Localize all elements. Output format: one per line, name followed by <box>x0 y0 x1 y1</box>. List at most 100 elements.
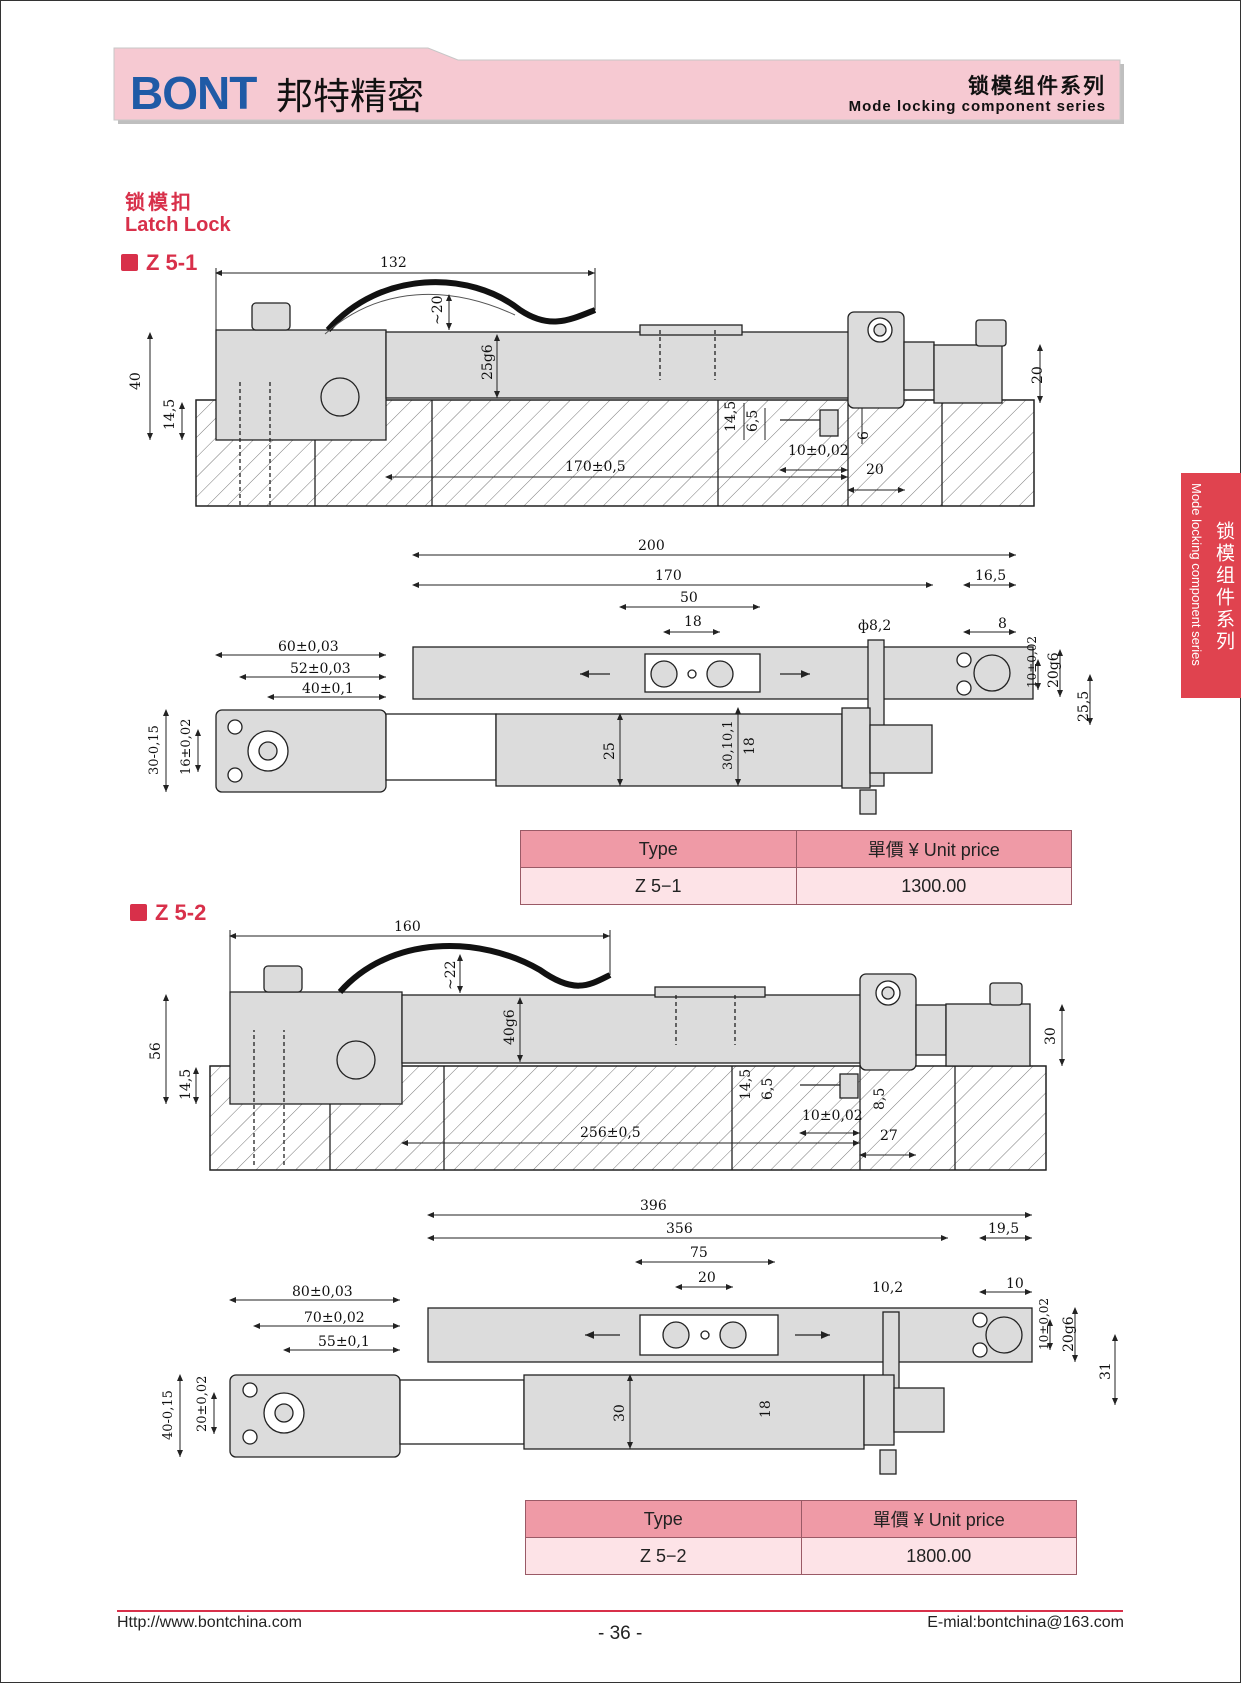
model-heading-z5-2: Z 5-2 <box>130 900 206 926</box>
dim-label: 30,10,1 <box>721 720 736 770</box>
dim-label: 10±0,02 <box>802 1108 863 1124</box>
dim-label: 56 <box>148 1042 164 1060</box>
side-tab-cn: 锁模组件系列 <box>1213 521 1235 653</box>
dim-label: 40-0,15 <box>161 1390 176 1440</box>
dim-label: 16,5 <box>975 568 1006 584</box>
dim-label: 8,5 <box>872 1088 888 1110</box>
dim-label: 356 <box>666 1221 693 1237</box>
dim-label: 60±0,03 <box>278 639 339 655</box>
dim-label: 10±0,02 <box>788 443 849 459</box>
dim-label: 80±0,03 <box>292 1284 353 1300</box>
dim-label: 256±0,5 <box>580 1125 641 1141</box>
dim-label: 40g6 <box>502 1009 518 1045</box>
dim-label: 30 <box>612 1404 628 1422</box>
series-title-cn: 锁模组件系列 <box>968 74 1106 98</box>
z5-1-top-labels: 200 170 50 18 ф8,2 16,5 8 10±0,02 20g6 2… <box>147 538 1092 775</box>
table-header-price: 單價 ¥ Unit price <box>800 1500 1077 1538</box>
z5-2-top-dims <box>177 1212 1118 1457</box>
z5-2-side-labels: 160 56 14,5 ~22 40g6 256±0,5 14,5 6,5 10… <box>148 919 1059 1144</box>
model-heading-z5-1: Z 5-1 <box>121 250 197 276</box>
dim-label: 31 <box>1098 1362 1114 1380</box>
dim-label: 200 <box>638 538 665 554</box>
side-tab-en: Mode locking component series <box>1189 483 1204 666</box>
dim-label: 14,5 <box>178 1069 194 1100</box>
z5-1-top-dims <box>163 552 1093 792</box>
dim-label: 20g6 <box>1046 652 1062 688</box>
table-header-type: Type <box>520 830 797 868</box>
dim-label: 20 <box>1030 366 1046 384</box>
dim-label: 14,5 <box>162 399 178 430</box>
dim-label: 8 <box>998 616 1007 632</box>
dim-label: 160 <box>394 919 421 935</box>
model-name: Z 5-2 <box>155 900 207 925</box>
dim-label: 14,5 <box>723 401 739 432</box>
z5-1-side-labels: 132 40 14,5 ~20 25g6 170±0,5 14,5 6,5 10… <box>128 255 1046 478</box>
z5-2-top-labels: 396 356 75 20 10,2 19,5 10 10±0,02 20g6 … <box>161 1198 1114 1440</box>
footer-website-link[interactable]: Http://www.bontchina.com <box>117 1614 302 1631</box>
dim-label: 6 <box>856 431 872 440</box>
series-title-en: Mode locking component series <box>848 98 1106 115</box>
z5-1-top-view <box>215 639 1034 815</box>
z5-1-side-dims <box>147 268 1043 493</box>
footer-divider <box>117 1610 1123 1612</box>
dim-label: 25,5 <box>1076 691 1092 722</box>
header-banner <box>113 47 1124 124</box>
dim-label: ф8,2 <box>858 618 891 634</box>
dim-label: 170 <box>655 568 682 584</box>
dim-label: 132 <box>380 255 407 271</box>
dim-label: ~22 <box>443 960 459 990</box>
dim-label: ~20 <box>430 295 446 325</box>
dim-label: 10±0,02 <box>1037 1298 1051 1350</box>
side-tab: Mode locking component series 锁模组件系列 <box>1181 473 1241 698</box>
dim-label: 14,5 <box>738 1069 754 1100</box>
dim-label: 27 <box>880 1128 898 1144</box>
dim-label: 18 <box>742 737 758 755</box>
table-cell-price: 1300.00 <box>795 867 1072 905</box>
dim-label: 20 <box>698 1270 716 1286</box>
dim-label: 55±0,1 <box>318 1334 370 1350</box>
z5-2-side-view <box>209 943 1047 1171</box>
price-table-z5-2: Type 單價 ¥ Unit price Z 5−2 1800.00 <box>525 1500 1077 1575</box>
dim-label: 10±0,02 <box>1025 636 1039 688</box>
brand-name-cn: 邦特精密 <box>276 75 424 118</box>
dim-label: 40 <box>128 372 144 390</box>
dim-label: 30 <box>1043 1027 1059 1045</box>
table-cell-type: Z 5−2 <box>525 1537 802 1575</box>
dim-label: 25 <box>602 742 618 760</box>
dim-label: 396 <box>640 1198 667 1214</box>
table-header-type: Type <box>525 1500 802 1538</box>
dim-label: 18 <box>684 614 702 630</box>
brand-logo: BONT <box>130 67 257 119</box>
z5-2-top-view <box>229 1307 1033 1475</box>
dim-label: 6,5 <box>745 410 761 432</box>
page-number: - 36 - <box>598 1623 643 1644</box>
dim-label: 10 <box>1006 1276 1024 1292</box>
bullet-square-icon <box>130 904 147 921</box>
dim-label: 40±0,1 <box>302 681 354 697</box>
dim-label: 19,5 <box>988 1221 1019 1237</box>
bullet-square-icon <box>121 254 138 271</box>
z5-2-side-dims <box>163 930 1065 1158</box>
dim-label: 52±0,03 <box>290 661 351 677</box>
table-cell-price: 1800.00 <box>800 1537 1077 1575</box>
dim-label: 20g6 <box>1061 1316 1077 1352</box>
footer-email-link[interactable]: E-mial:bontchina@163.com <box>927 1614 1124 1631</box>
table-cell-type: Z 5−1 <box>520 867 797 905</box>
dim-label: 170±0,5 <box>565 459 626 475</box>
dim-label: 6,5 <box>760 1078 776 1100</box>
table-header-price: 單價 ¥ Unit price <box>795 830 1072 868</box>
dim-label: 25g6 <box>480 344 496 380</box>
model-name: Z 5-1 <box>146 250 198 275</box>
price-table-z5-1: Type 單價 ¥ Unit price Z 5−1 1300.00 <box>520 830 1072 905</box>
dim-label: 70±0,02 <box>304 1310 365 1326</box>
dim-label: 16±0,02 <box>179 719 194 775</box>
dim-label: 30-0,15 <box>147 725 162 775</box>
dim-label: 18 <box>758 1400 774 1418</box>
dim-label: 75 <box>690 1245 708 1261</box>
dim-label: 50 <box>680 590 698 606</box>
dim-label: 20±0,02 <box>195 1376 210 1432</box>
section-title-en: Latch Lock <box>125 214 231 236</box>
dim-label: 10,2 <box>872 1280 903 1296</box>
dim-label: 20 <box>866 462 884 478</box>
